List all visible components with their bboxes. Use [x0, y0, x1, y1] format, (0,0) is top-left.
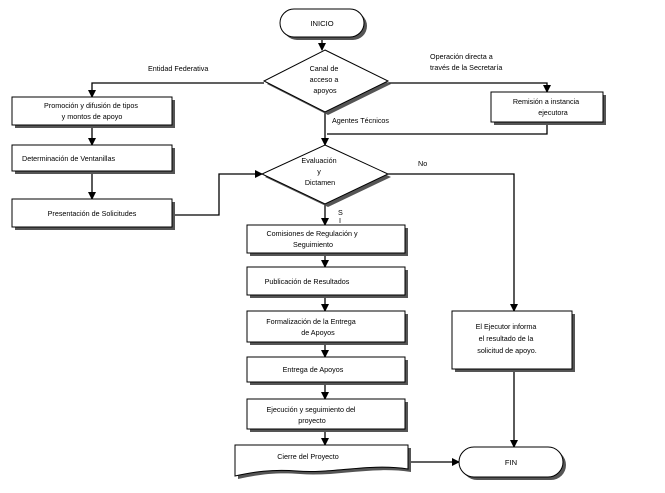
- evaluacion-line-1: Evaluación: [301, 156, 336, 165]
- entrega-label: Entrega de Apoyos: [283, 365, 344, 374]
- edge-remision-evaluacion: [327, 122, 548, 135]
- edge-label-agentes: Agentes Técnicos: [332, 116, 389, 125]
- svg-text:El Ejecutor informa el r: El Ejecutor informa el resultado de la s…: [476, 322, 539, 355]
- evaluacion-line-2: y: [317, 167, 321, 176]
- svg-text:Evaluación y Dicta: Evaluación y Dictamen: [301, 156, 338, 187]
- svg-text:Cierre del Proyecto: Cierre del Proyecto: [277, 452, 339, 461]
- node-inicio: INICIO: [279, 8, 367, 40]
- edge-presentacion-evaluacion: [172, 170, 263, 216]
- svg-text:Canal de acceso a: Canal de acceso a apoyos: [310, 64, 341, 95]
- node-entrega: Entrega de Apoyos: [246, 356, 408, 385]
- inicio-label: INICIO: [310, 19, 333, 28]
- decision-canal: Canal de acceso a apoyos: [262, 49, 391, 115]
- remision-line-1: Remisión a instancia: [513, 97, 579, 106]
- node-remision: Remisión a instancia ejecutora: [490, 91, 606, 125]
- node-ventanillas: Determinación de Ventanillas: [11, 144, 175, 174]
- edge-label-operacion: Operación directa a través de la Secreta…: [430, 52, 502, 72]
- svg-text:FIN: FIN: [505, 458, 517, 467]
- node-presentacion: Presentación de Solicitudes: [11, 198, 175, 230]
- edge-evaluacion-no: [388, 173, 518, 312]
- presentacion-label: Presentación de Solicitudes: [48, 209, 137, 218]
- edge-label-si: S I: [338, 208, 345, 225]
- svg-text:Determinación de Ventanillas: Determinación de Ventanillas: [22, 154, 115, 163]
- svg-text:Remisión a instancia eje: Remisión a instancia ejecutora: [513, 97, 581, 117]
- comisiones-line-2: Seguimiento: [293, 240, 333, 249]
- canal-line-1: Canal de: [310, 64, 339, 73]
- ejecucion-line-1: Ejecución y seguimiento del: [266, 405, 355, 414]
- node-publicacion: Publicación de Resultados: [246, 266, 408, 298]
- edge-canal-promocion: [88, 82, 264, 98]
- edge-label-entidad: Entidad Federativa: [148, 64, 208, 73]
- ejecucion-line-2: proyecto: [298, 416, 326, 425]
- svg-text:Presentación de Solicitudes: Presentación de Solicitudes: [48, 209, 137, 218]
- node-comisiones: Comisiones de Regulación y Seguimiento: [246, 224, 408, 256]
- canal-line-2: acceso a: [310, 75, 339, 84]
- promocion-line-1: Promoción y difusión de tipos: [44, 101, 138, 110]
- node-promocion: Promoción y difusión de tipos y montos d…: [11, 96, 175, 128]
- ventanillas-label: Determinación de Ventanillas: [22, 154, 115, 163]
- node-ejecucion: Ejecución y seguimiento del proyecto: [246, 398, 408, 432]
- decision-evaluacion: Evaluación y Dictamen: [260, 144, 391, 207]
- evaluacion-line-3: Dictamen: [305, 178, 335, 187]
- svg-text:Ejecución y seguimiento del: Ejecución y seguimiento del proyecto: [266, 405, 357, 425]
- remision-line-2: ejecutora: [538, 108, 568, 117]
- ejecutor-line-1: El Ejecutor informa: [476, 322, 537, 331]
- svg-text:Publicación de Resultados: Publicación de Resultados: [265, 277, 350, 286]
- canal-line-3: apoyos: [313, 86, 337, 95]
- node-ejecutor: El Ejecutor informa el resultado de la s…: [451, 310, 575, 372]
- cierre-label: Cierre del Proyecto: [277, 452, 339, 461]
- edge-canal-remision: [388, 82, 551, 93]
- svg-text:Promoción y difusión de tipos: Promoción y difusión de tipos y montos d…: [44, 101, 140, 121]
- node-fin: FIN: [458, 446, 566, 480]
- promocion-line-2: y montos de apoyo: [62, 112, 123, 121]
- node-cierre: Cierre del Proyecto: [234, 444, 411, 479]
- formalizacion-line-2: de Apoyos: [301, 328, 335, 337]
- comisiones-line-1: Comisiones de Regulación y: [266, 229, 357, 238]
- svg-text:Entrega de Apoyos: Entrega de Apoyos: [283, 365, 344, 374]
- connectors: [88, 37, 551, 466]
- edge-label-no: No: [418, 159, 427, 168]
- formalizacion-line-1: Formalización de la Entrega: [266, 317, 356, 326]
- svg-text:Formalización de la Entrega: Formalización de la Entrega de Apoyos: [266, 317, 358, 337]
- ejecutor-line-2: el resultado de la: [479, 334, 534, 343]
- ejecutor-line-3: solicitud de apoyo.: [477, 346, 537, 355]
- node-formalizacion: Formalización de la Entrega de Apoyos: [246, 310, 408, 345]
- svg-text:Comisiones de Regulación y: Comisiones de Regulación y Seguimiento: [266, 229, 359, 249]
- svg-text:INICIO: INICIO: [310, 19, 333, 28]
- publicacion-label: Publicación de Resultados: [265, 277, 350, 286]
- fin-label: FIN: [505, 458, 517, 467]
